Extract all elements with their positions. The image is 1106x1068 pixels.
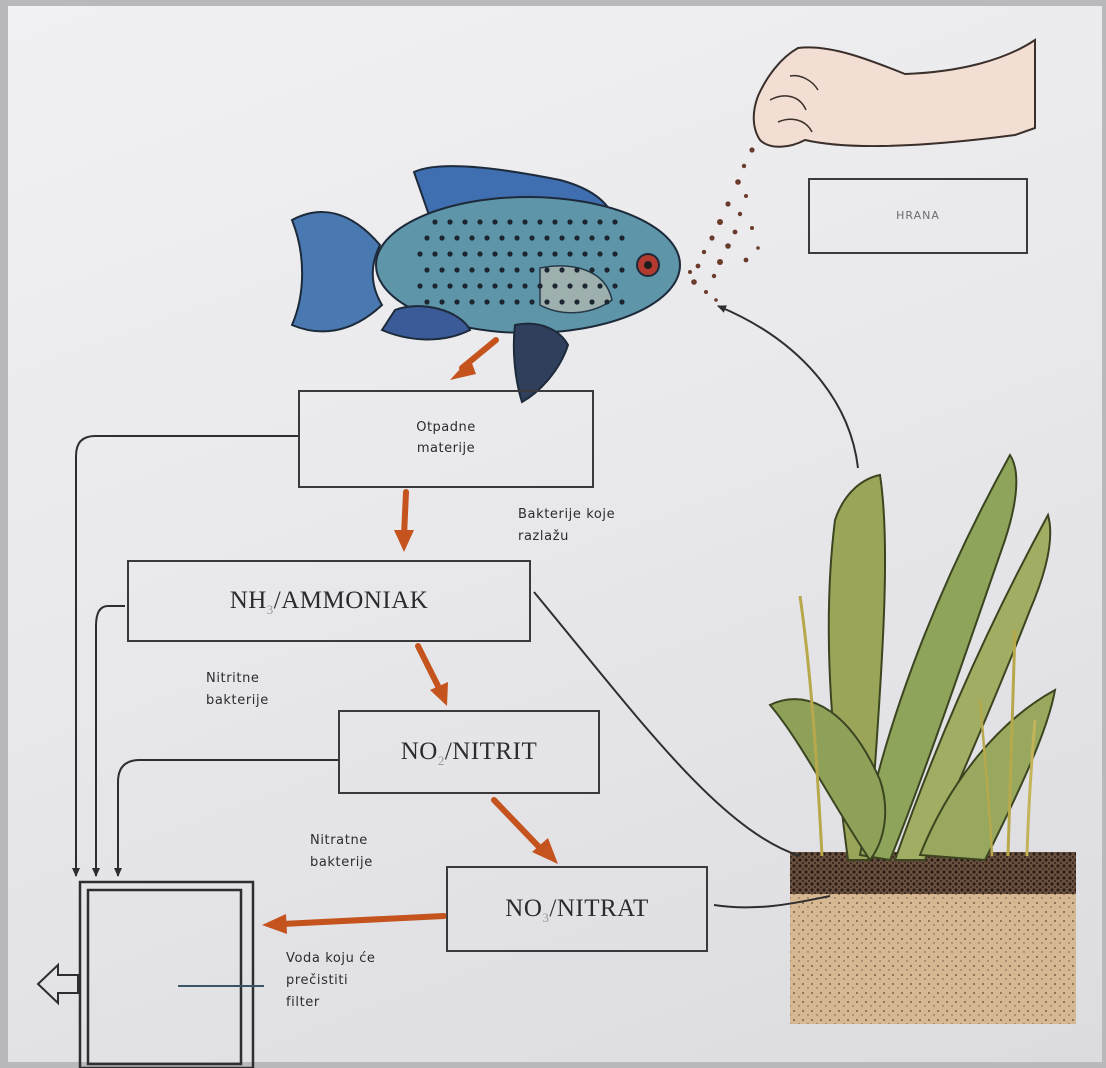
label-nitritne-bakterije: Nitritne bakterije [206,668,269,712]
label-bakterije-line2: razlažu [518,526,615,548]
line-otpadne-to-filter [76,436,300,876]
ammoniak-subscript: 3 [267,602,274,617]
label-nitratne-line1: Nitratne [310,830,373,852]
filter-outlet-arrow-icon [38,965,78,1003]
ammoniak-suffix: /AMMONIAK [274,587,429,614]
label-nitratne-line2: bakterije [310,852,373,874]
ammoniak-formula: NH3/AMMONIAK [230,587,429,615]
box-otpadne-materije: Otpadne materije [298,390,594,488]
arrow-waste-to-ammoniak-icon [394,492,414,552]
plant-illustration [770,455,1076,1024]
nitrat-formula: NO3/NITRAT [505,895,648,923]
nitrit-subscript: 2 [438,753,445,768]
nitrat-suffix: /NITRAT [549,895,648,922]
box-no3-nitrat: NO3/NITRAT [446,866,708,952]
nitrat-prefix: NO [505,895,542,922]
box-nh3-ammoniak: NH3/AMMONIAK [127,560,531,642]
line-ammoniak-to-filter [96,606,125,876]
line-nitrit-to-filter [118,760,340,876]
line-plant-to-food [718,306,858,468]
box-otpadne-line1: Otpadne [416,418,476,439]
box-hrana-label: HRANA [896,207,940,225]
fish-illustration [292,166,680,402]
box-no2-nitrit: NO2/NITRIT [338,710,600,794]
label-nitritne-line2: bakterije [206,690,269,712]
hand-illustration [754,40,1035,147]
nitrit-prefix: NO [401,738,438,765]
ammoniak-prefix: NH [230,587,267,614]
food-particles [688,147,760,301]
label-voda-line1: Voda koju će [286,948,376,970]
arrow-ammoniak-to-nitrit-icon [418,646,448,706]
label-nitratne-bakterije: Nitratne bakterije [310,830,373,874]
nitrat-subscript: 3 [542,910,549,925]
arrow-nitrit-to-nitrat-icon [494,800,558,864]
filter-box [80,882,264,1068]
label-bakterije-line1: Bakterije koje [518,504,615,526]
label-voda-line3: filter [286,992,376,1014]
label-voda-filter: Voda koju će prečistiti filter [286,948,376,1014]
label-bakterije-koje-razlazu: Bakterije koje razlažu [518,504,615,548]
nitrit-formula: NO2/NITRIT [401,738,537,766]
arrow-nitrat-to-filter-icon [262,914,444,934]
box-hrana: HRANA [808,178,1028,254]
box-otpadne-line2: materije [417,439,475,460]
label-voda-line2: prečistiti [286,970,376,992]
nitrit-suffix: /NITRIT [445,738,537,765]
label-nitritne-line1: Nitritne [206,668,269,690]
arrow-fish-to-waste-icon [450,340,496,380]
